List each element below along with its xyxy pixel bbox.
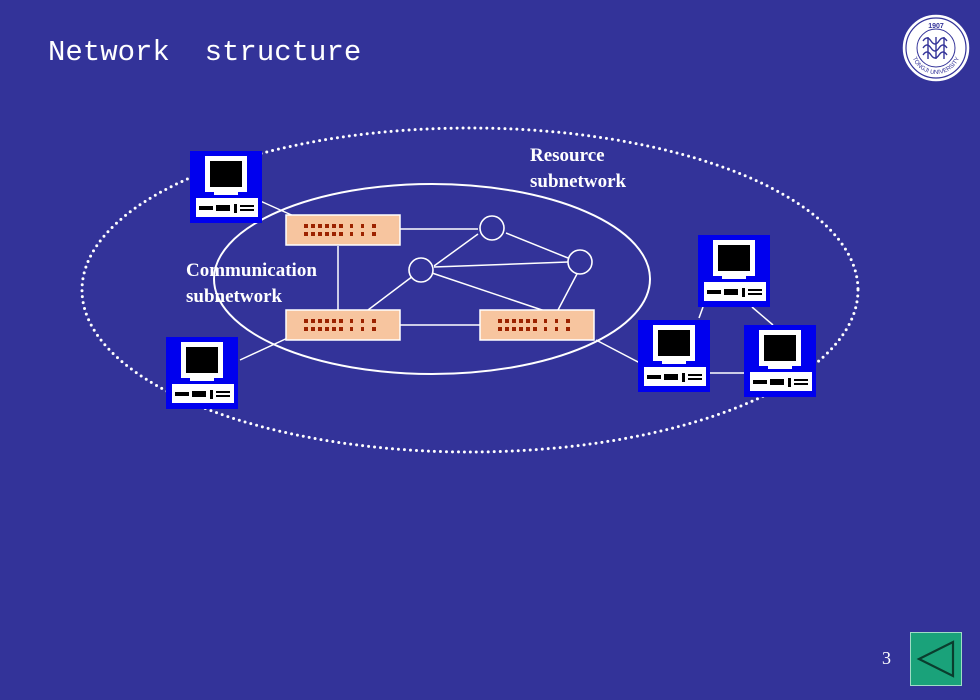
router-node xyxy=(479,215,505,241)
switch-device xyxy=(285,309,401,341)
communication-subnetwork-label: Communication subnetwork xyxy=(186,260,317,307)
router-node xyxy=(567,249,593,275)
host-computer-icon xyxy=(166,337,238,409)
host-computer-icon xyxy=(190,151,262,223)
slide-title: Network structure xyxy=(48,36,362,69)
resource-subnetwork-boundary xyxy=(80,126,860,454)
switch-device xyxy=(285,214,401,246)
page-number: 3 xyxy=(882,648,891,668)
communication-subnetwork-boundary xyxy=(213,183,651,375)
host-computer-icon xyxy=(638,320,710,392)
resource-subnetwork-label: Resource subnetwork xyxy=(530,145,627,192)
network-links xyxy=(239,199,774,374)
host-computer-icon xyxy=(744,325,816,397)
university-seal-logo: 1907 TONGJI UNIVERSITY xyxy=(901,13,971,83)
router-node xyxy=(408,257,434,283)
back-button[interactable] xyxy=(910,632,962,686)
seal-year: 1907 xyxy=(928,23,944,30)
host-computer-icon xyxy=(698,235,770,307)
triangle-left-icon xyxy=(916,640,955,678)
switch-device xyxy=(479,309,595,341)
